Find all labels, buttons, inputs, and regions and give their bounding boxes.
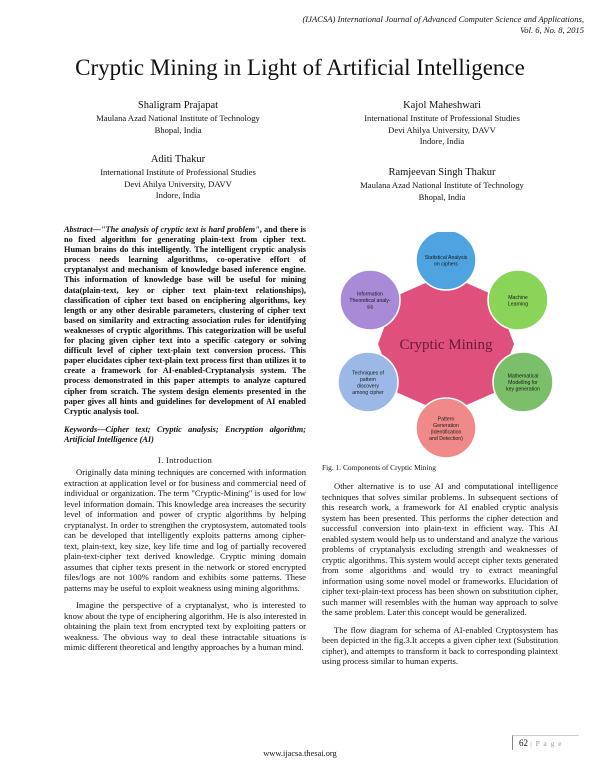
figure-node-label: Machine (508, 295, 528, 301)
center-octagon (378, 274, 514, 414)
figure-node-circle (337, 351, 399, 413)
author-name: Shaligram Prajapat (137, 100, 219, 111)
journal-header: (IJACSA) International Journal of Advanc… (254, 14, 584, 36)
paper-title: Cryptic Mining in Light of Artificial In… (75, 55, 525, 80)
center-label: Cryptic Mining (400, 337, 493, 353)
author-name: Aditi Thakur (150, 154, 206, 165)
author-location: Indore, India (155, 190, 201, 200)
abstract: Abstract—"The analysis of cryptic text i… (64, 225, 306, 417)
abstract-label: Abstract— (64, 225, 101, 234)
author-block-4: Ramjeevan Singh Thakur Maulana Azad Nati… (322, 166, 562, 203)
figure-node-label: key generation (506, 387, 540, 393)
author-affiliation: Maulana Azad National Institute of Techn… (360, 180, 524, 190)
figure-node-label: Statistical Analysis (425, 255, 468, 261)
abstract-quote: "The analysis of cryptic text is hard pr… (100, 225, 260, 234)
author-location: Indore, India (419, 136, 465, 146)
intro-column-left: Originally data mining techniques are co… (64, 467, 306, 653)
author-location: Bhopal, India (154, 124, 202, 135)
author-affiliation: International Institute of Professional … (364, 113, 520, 123)
figure-node-label: (Identification (431, 429, 462, 435)
journal-line-2: Vol. 6, No. 8, 2015 (520, 25, 584, 35)
author-block-1: Shaligram Prajapat Maulana Azad National… (62, 99, 294, 136)
page-label: | P a g e (530, 739, 563, 748)
abstract-text: , and there is no fixed algorithm for ge… (64, 225, 307, 416)
figure-node-label: Generation (433, 423, 459, 429)
section-heading: I. Introduction (157, 455, 213, 465)
body-paragraph: Other alternative is to use AI and compu… (322, 481, 558, 617)
author-name: Ramjeevan Singh Thakur (388, 167, 496, 178)
figure-node-circle (492, 351, 554, 413)
author-university: Devi Ahilya University, DAVV (124, 178, 232, 189)
journal-line-1: (IJACSA) International Journal of Advanc… (302, 14, 584, 24)
figure-node-label: Learning (508, 301, 528, 307)
author-block-2: Kajol Maheshwari International Institute… (322, 99, 562, 148)
page-number-box: 62 | P a g e (512, 735, 579, 750)
author-university: Devi Ahilya University, DAVV (388, 124, 496, 135)
figure-node-label: on ciphers (434, 261, 458, 267)
figure-node-circle (415, 397, 477, 458)
figure-node-label: Modelling for (508, 380, 538, 386)
figure-node-label: Pattern (438, 416, 455, 422)
intro-column-right: Other alternative is to use AI and compu… (322, 481, 558, 667)
figure-node-label: Mathematical (508, 374, 539, 380)
figure-caption: Fig. 1. Components of Cryptic Mining (322, 463, 436, 472)
body-paragraph: The flow diagram for schema of AI-enable… (322, 624, 558, 667)
figure-node-label: Theoretical analy- (349, 298, 391, 304)
author-block-3: Aditi Thakur International Institute of … (62, 153, 294, 202)
figure-node-label: Techniques of (352, 370, 385, 376)
figure-node-label: discovery (357, 383, 379, 389)
figure-node-label: pattern (360, 377, 376, 383)
author-affiliation: Maulana Azad National Institute of Techn… (96, 113, 260, 123)
figure-node-label: and Detection) (429, 436, 463, 442)
author-affiliation: International Institute of Professional … (100, 167, 256, 177)
footer-url: www.ijacsa.thesai.org (263, 749, 337, 758)
figure-node-circle (415, 232, 477, 291)
keywords: Keywords—Cipher text; Cryptic analysis; … (64, 425, 306, 445)
body-paragraph: Imagine the perspective of a cryptanalys… (64, 600, 306, 652)
body-paragraph: Originally data mining techniques are co… (64, 467, 306, 593)
author-location: Bhopal, India (418, 191, 466, 202)
author-name: Kajol Maheshwari (403, 100, 481, 111)
page-number: 62 (519, 738, 528, 748)
figure-node-circle (339, 269, 401, 331)
figure-node-label: among cipher (352, 390, 384, 396)
figure-node-circle (487, 269, 549, 331)
figure-node-label: sis (367, 305, 374, 311)
figure-node-label: Information (357, 292, 383, 298)
